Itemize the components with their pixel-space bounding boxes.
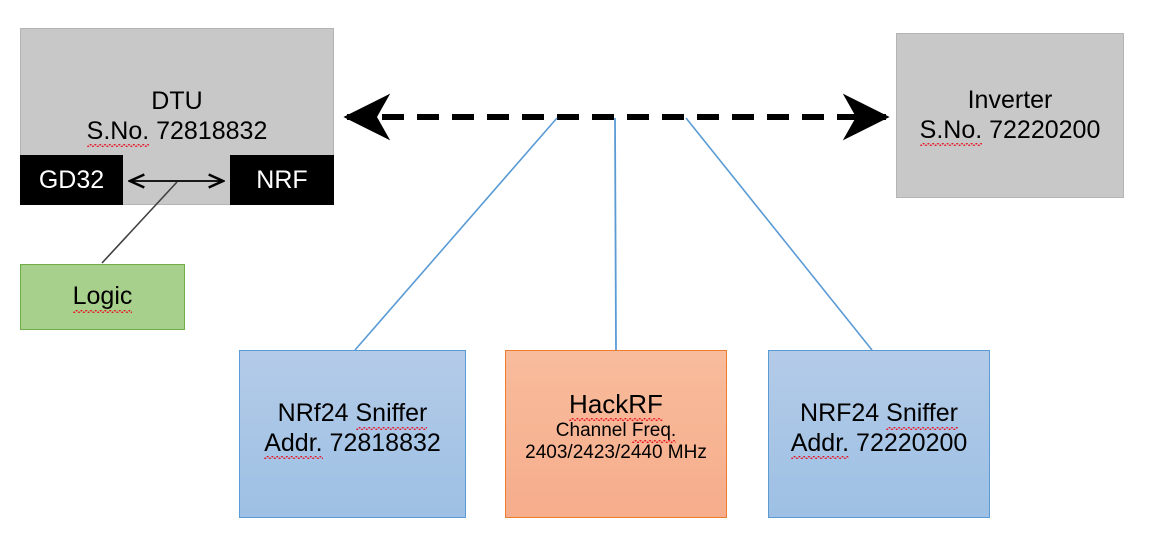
inverter-title: Inverter bbox=[967, 86, 1053, 114]
nrf-label: NRF bbox=[256, 165, 308, 194]
sniffer-left-title-prefix: NRf24 bbox=[277, 399, 349, 427]
dtu-serial-label: S.No. bbox=[86, 116, 150, 147]
node-logic-analyzer[interactable]: Logic bbox=[20, 264, 185, 330]
connector-tap-sniffer-right bbox=[685, 117, 873, 351]
sniffer-right-title-suffix: Sniffer bbox=[886, 399, 958, 429]
sniffer-right-addr-value: 72220200 bbox=[856, 428, 968, 457]
dtu-title: DTU bbox=[151, 87, 203, 115]
hackrf-title: HackRF bbox=[506, 389, 726, 421]
node-gd32[interactable]: GD32 bbox=[20, 155, 123, 205]
gd32-label: GD32 bbox=[38, 165, 105, 194]
hackrf-frequencies: 2403/2423/2440 MHz bbox=[525, 442, 707, 464]
sniffer-right-text: NRF24 Sniffer Addr. 72220200 bbox=[769, 399, 989, 459]
hackrf-subtitle-suffix: Freq. bbox=[631, 419, 677, 444]
inverter-serial-label: S.No. bbox=[919, 115, 983, 146]
node-nrf[interactable]: NRF bbox=[230, 155, 334, 205]
hackrf-subtitle-prefix: Channel bbox=[555, 419, 627, 441]
node-sniffer-left[interactable]: NRf24 Sniffer Addr. 72818832 bbox=[239, 350, 466, 518]
hackrf-text: HackRF Channel Freq. 2403/2423/2440 MHz bbox=[506, 389, 726, 464]
logic-label: Logic bbox=[72, 282, 133, 313]
node-hackrf[interactable]: HackRF Channel Freq. 2403/2423/2440 MHz bbox=[505, 350, 727, 518]
node-inverter[interactable]: Inverter S.No. 72220200 bbox=[896, 33, 1124, 198]
sniffer-right-title-prefix: NRF24 bbox=[800, 399, 880, 427]
sniffer-right-title: NRF24 Sniffer bbox=[769, 399, 989, 429]
sniffer-left-addr-value: 72818832 bbox=[329, 428, 441, 457]
dtu-text: DTU S.No. 72818832 bbox=[21, 87, 333, 147]
inverter-serial: S.No. 72220200 bbox=[919, 115, 1101, 146]
inverter-text: Inverter S.No. 72220200 bbox=[919, 86, 1101, 146]
dtu-serial-value: 72818832 bbox=[156, 116, 268, 145]
sniffer-left-text: NRf24 Sniffer Addr. 72818832 bbox=[240, 399, 465, 459]
inverter-serial-value: 72220200 bbox=[989, 115, 1101, 144]
sniffer-right-addr-label: Addr. bbox=[790, 428, 850, 459]
node-sniffer-right[interactable]: NRF24 Sniffer Addr. 72220200 bbox=[768, 350, 990, 518]
connector-tap-hackrf bbox=[614, 117, 617, 351]
hackrf-title-text: HackRF bbox=[569, 389, 663, 421]
sniffer-right-addr: Addr. 72220200 bbox=[769, 429, 989, 459]
sniffer-left-addr-label: Addr. bbox=[264, 428, 323, 459]
sniffer-left-title-suffix: Sniffer bbox=[355, 399, 428, 429]
connector-tap-sniffer-left bbox=[354, 117, 558, 351]
sniffer-left-addr: Addr. 72818832 bbox=[240, 429, 465, 459]
sniffer-left-title: NRf24 Sniffer bbox=[240, 399, 465, 429]
hackrf-subtitle: Channel Freq. bbox=[506, 419, 726, 444]
dtu-serial: S.No. 72818832 bbox=[21, 117, 333, 147]
